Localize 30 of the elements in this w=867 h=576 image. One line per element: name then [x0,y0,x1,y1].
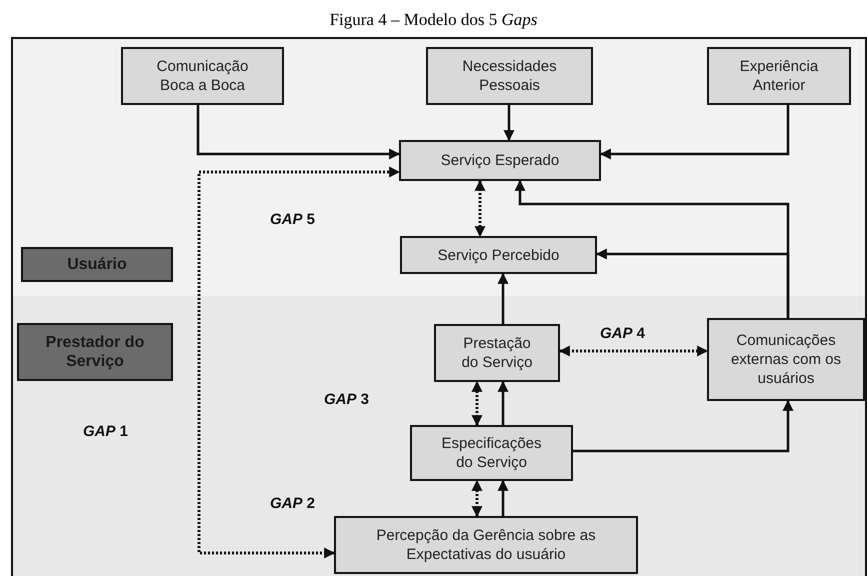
arrow [498,272,508,324]
process-box: Serviço Esperado [399,140,601,181]
dotted-arrow [198,166,400,558]
gap-label: GAP 2 [270,494,316,514]
gap-label: GAP 1 [83,422,128,442]
process-box: Serviço Percebido [400,236,597,274]
gap-label: GAP 4 [600,324,646,344]
arrow [498,480,508,516]
process-box: Percepção da Gerência sobre as Expectativas do usuário [334,516,638,574]
dotted-arrow [472,380,482,426]
arrow [504,105,514,142]
arrow [573,400,794,452]
process-box: Prestação do Serviço [434,324,560,382]
dotted-arrow [474,180,486,238]
role-box: Usuário [21,247,173,282]
arrow [600,105,790,160]
process-box: Experiência Anterior [707,47,851,105]
gap-label: GAP 3 [324,390,370,410]
process-box: Necessidades Pessoais [426,47,593,105]
arrow [196,105,400,160]
title: Figura 4 – Modelo dos 5 Gaps [328,9,538,31]
gap-label: GAP 5 [270,210,316,230]
process-box: Especificações do Serviço [410,425,573,481]
dotted-arrow [472,480,482,518]
arrow [596,248,790,318]
process-box: Comunicações externas com os usuários [707,318,865,401]
process-box: Comunicação Boca a Boca [121,47,284,105]
dotted-arrow [558,346,708,356]
role-box: Prestador do Serviço [17,323,173,381]
arrow [498,380,508,425]
